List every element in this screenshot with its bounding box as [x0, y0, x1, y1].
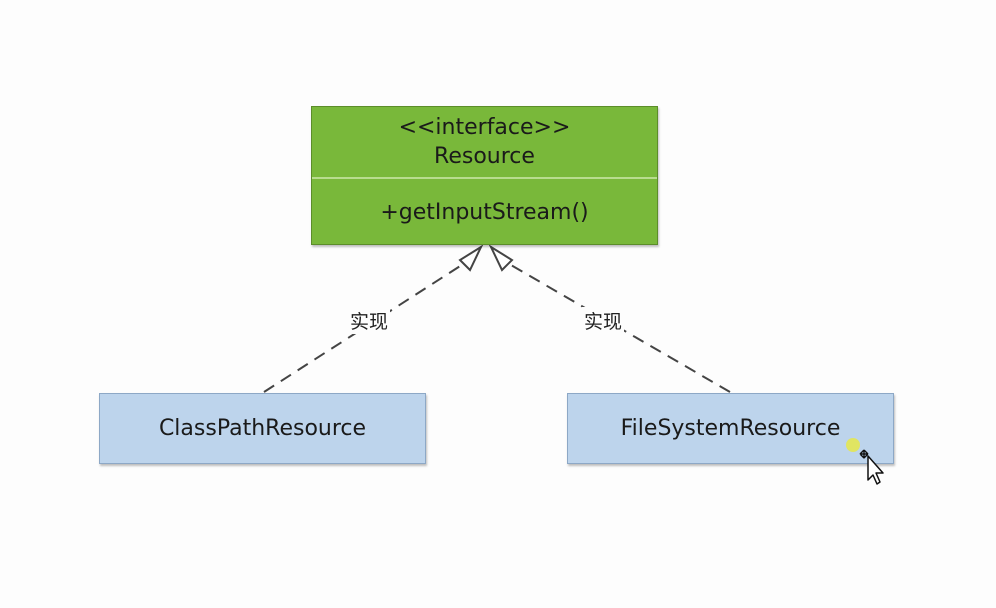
- mouse-pointer-move-icon: [846, 438, 884, 485]
- edge-label-left: 实现: [348, 307, 391, 334]
- interface-methods: +getInputStream(): [312, 179, 657, 246]
- interface-header: <<interface>> Resource: [312, 107, 657, 179]
- class-filesystemresource-box[interactable]: FileSystemResource: [567, 393, 894, 464]
- arrowhead-left: [458, 244, 484, 272]
- edge-label-right: 实现: [582, 307, 625, 334]
- class-name: FileSystemResource: [620, 416, 841, 441]
- interface-method: +getInputStream(): [380, 200, 589, 225]
- interface-stereotype: <<interface>>: [398, 115, 571, 140]
- arrowhead-right: [488, 244, 514, 272]
- class-classpathresource-box[interactable]: ClassPathResource: [99, 393, 426, 464]
- class-name: ClassPathResource: [158, 416, 367, 441]
- interface-name: Resource: [434, 144, 535, 169]
- interface-resource-box[interactable]: <<interface>> Resource +getInputStream(): [311, 106, 658, 245]
